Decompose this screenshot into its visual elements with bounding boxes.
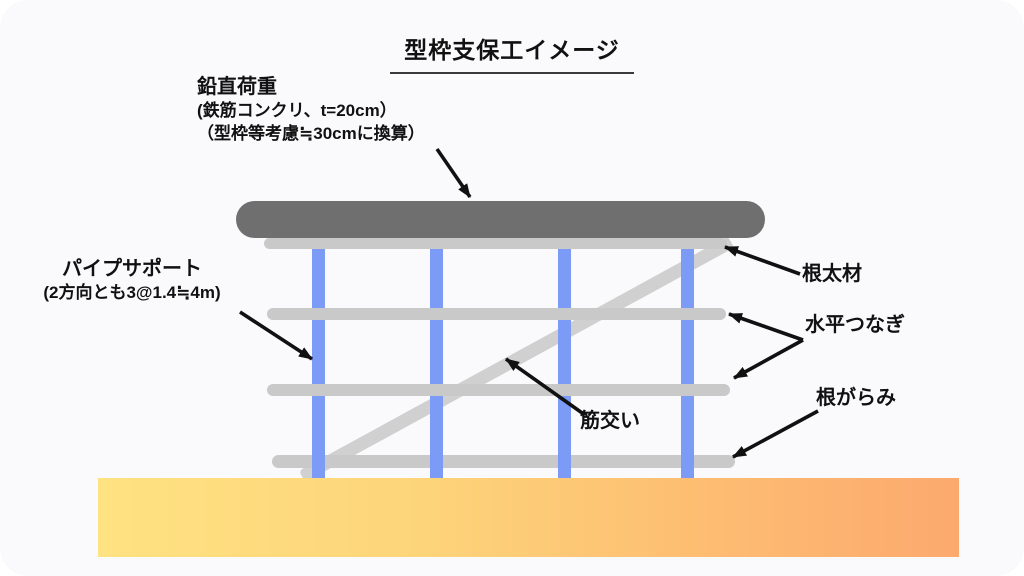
label-pipe-support-line1: パイプサポート xyxy=(62,258,202,280)
horizontal-tie-bar-lower xyxy=(267,384,730,396)
ground xyxy=(98,478,959,557)
diagonal-brace-member xyxy=(298,236,735,483)
label-vertical-load: 鉛直荷重 (鉄筋コンクリ、t=20cm） （型枠等考慮≒30cmに換算） xyxy=(197,74,425,145)
label-vertical-load-line1: 鉛直荷重 xyxy=(197,76,277,98)
horizontal-tie-bar-upper xyxy=(267,308,726,320)
joist-bar xyxy=(264,238,727,249)
label-pipe-support: パイプサポート (2方向とも3@1.4≒4m) xyxy=(12,256,252,305)
pipe-support-post-2 xyxy=(430,246,443,478)
arrow-sole-brace xyxy=(732,409,819,459)
concrete-slab xyxy=(236,201,765,238)
arrow-horizontal-tie-lower xyxy=(733,338,804,380)
arrow-horizontal-tie-upper xyxy=(728,312,804,342)
label-joist: 根太材 xyxy=(802,263,862,285)
page-title: 型枠支保工イメージ xyxy=(390,31,634,74)
label-pipe-support-line2: (2方向とも3@1.4≒4m) xyxy=(43,283,221,303)
label-horizontal-tie: 水平つなぎ xyxy=(805,314,905,336)
label-sole-brace: 根がらみ xyxy=(816,387,896,409)
arrow-vertical-load xyxy=(435,147,472,199)
label-vertical-load-line2: (鉄筋コンクリ、t=20cm） xyxy=(197,101,397,121)
pipe-support-post-1 xyxy=(312,246,325,478)
pipe-support-post-3 xyxy=(558,246,571,478)
title-wrap: 型枠支保工イメージ xyxy=(0,31,1024,74)
pipe-support-post-4 xyxy=(681,246,694,478)
label-vertical-load-line3: （型枠等考慮≒30cmに換算） xyxy=(197,123,425,143)
arrow-joist xyxy=(724,245,801,276)
label-diagonal-brace: 筋交い xyxy=(580,410,640,432)
sole-brace-bar xyxy=(272,455,735,468)
